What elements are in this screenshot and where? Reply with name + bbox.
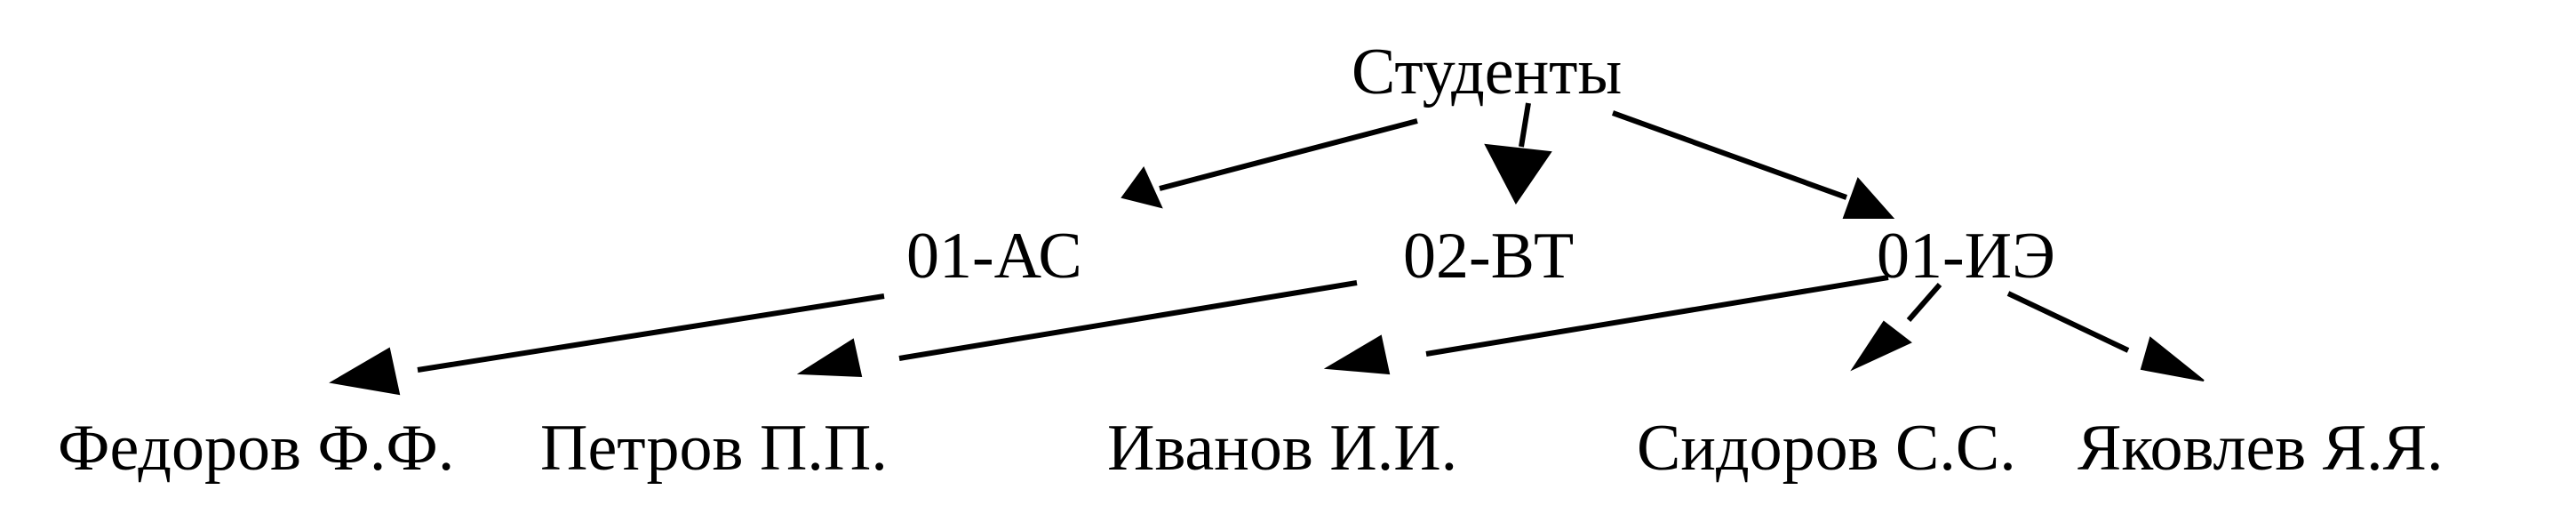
arrowhead-02-vt [1484,143,1552,205]
edges [417,102,2130,373]
node-student-sidorov: Сидоров С.С. [1637,412,2016,485]
edge-01-ie-to-ivanov [1425,275,1889,357]
edge-root-to-01-as [1159,118,1418,191]
node-group-01-as: 01-АС [906,220,1082,293]
edge-01-ie-to-sidorov [1906,283,1942,322]
arrowhead-ivanov [1323,334,1391,375]
edge-01-ie-to-yakovlev [2006,291,2130,353]
node-group-01-ie: 01-ИЭ [1877,220,2055,293]
arrowhead-01-ie [1842,177,1895,219]
node-root: Студенты [1352,36,1622,108]
arrowhead-petrov [796,338,863,378]
node-student-fedorov: Федоров Ф.Ф. [58,412,454,485]
node-student-petrov: Петров П.П. [540,412,888,485]
nodes: Студенты 01-АС 02-ВТ 01-ИЭ Федоров Ф.Ф. … [58,36,2443,485]
node-student-yakovlev: Яковлев Я.Я. [2078,412,2443,485]
edge-root-to-02-vt [1519,102,1531,148]
edge-root-to-01-ie [1611,110,1848,200]
arrowhead-sidorov [1850,320,1912,372]
edge-02-vt-to-petrov [898,280,1358,361]
node-group-02-vt: 02-ВТ [1403,220,1574,293]
arrowhead-yakovlev [2140,336,2205,381]
arrowhead-fedorov [329,347,401,396]
edge-01-as-to-fedorov [417,293,885,373]
arrowheads [329,143,2205,396]
node-student-ivanov: Иванов И.И. [1107,412,1457,485]
arrowhead-01-as [1121,166,1163,209]
